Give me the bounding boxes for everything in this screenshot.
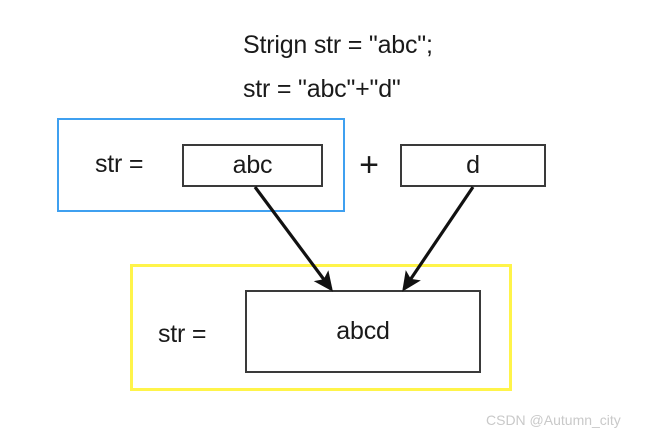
code-line-declaration: Strign str = "abc"; (243, 31, 433, 59)
source-str-label: str = (95, 150, 144, 178)
code-line-concatenation: str = "abc"+"d" (243, 75, 401, 103)
value-box-d: d (400, 144, 546, 187)
source-group-box (57, 118, 345, 212)
watermark: CSDN @Autumn_city (486, 412, 621, 428)
value-box-abc: abc (182, 144, 323, 187)
plus-operator: + (359, 146, 379, 184)
value-box-abcd: abcd (245, 290, 481, 373)
result-str-label: str = (158, 320, 207, 348)
